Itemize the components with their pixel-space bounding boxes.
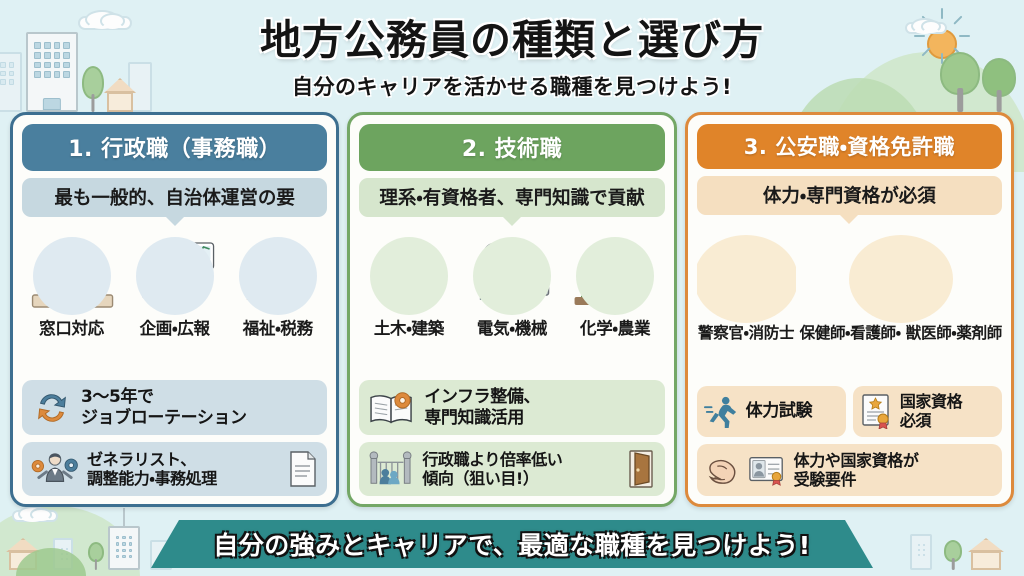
category-panel-technical[interactable]: 2. 技術職 理系・有資格者、専門知識で貢献: [347, 112, 677, 507]
illustration-row-administrative: 窓口対応: [22, 233, 327, 338]
generalist-gears-person-icon: [31, 449, 79, 489]
bullet-item[interactable]: 行政職より倍率低い 傾向（狙い目!）: [359, 442, 665, 496]
civil-engineer-blueprint-icon: [359, 233, 458, 318]
cloud-icon: [12, 505, 58, 522]
elderly-couple-icon: [228, 233, 327, 318]
bullet-list-technical: インフラ整備、 専門知識活用: [359, 380, 665, 496]
illustration-item: 保健師・看護師・ 獣医師・薬剤師: [800, 231, 1002, 342]
bullet-text: インフラ整備、 専門知識活用: [424, 387, 541, 428]
bullet-text: 国家資格 必須: [899, 392, 963, 431]
open-door-icon: [626, 449, 656, 489]
bullet-pair-row: 体力試験: [696, 386, 1002, 437]
bullet-text: 体力や国家資格が 受験要件: [793, 450, 919, 489]
agriculture-researcher-icon: [566, 233, 665, 318]
running-person-icon: [703, 394, 738, 429]
planning-presenter-icon: [125, 233, 224, 318]
rotation-arrows-icon: [31, 388, 73, 428]
building-icon: [108, 526, 140, 570]
bullet-item[interactable]: 国家資格 必須: [852, 386, 1002, 437]
hill-left: [0, 506, 140, 576]
illustration-item: 電気・機械: [462, 233, 561, 338]
certificate-icon: [860, 393, 892, 430]
house-icon: [6, 538, 40, 570]
illustration-caption: 化学・農業: [580, 319, 651, 338]
illustration-caption: 電気・機械: [476, 319, 548, 338]
illustration-item: 土木・建築: [359, 233, 458, 338]
house-icon: [968, 538, 1004, 570]
page-subtitle: 自分のキャリアを活かせる職種を見つけよう!: [291, 75, 733, 99]
illustration-item: 企画・広報: [125, 233, 224, 338]
illustration-caption: 警察官・消防士: [698, 324, 795, 342]
bullet-text: 体力試験: [745, 401, 813, 422]
nurse-pharmacist-icon: [800, 231, 1002, 323]
bullet-item[interactable]: インフラ整備、 専門知識活用: [359, 380, 665, 435]
bullet-item[interactable]: 体力試験: [696, 386, 846, 437]
panel-header-administrative: 1. 行政職（事務職）: [22, 124, 328, 171]
illustration-item: 警察官・消防士: [696, 231, 796, 342]
illustration-caption: 土木・建築: [373, 319, 444, 338]
panel-header-public-safety: 3. 公安職・資格免許職: [696, 124, 1002, 169]
category-panel-public-safety[interactable]: 3. 公安職・資格免許職 体力・専門資格が必須: [684, 112, 1014, 507]
police-firefighter-icon: [696, 231, 796, 323]
open-book-gear-icon: [368, 388, 416, 428]
reception-desk-worker-icon: [22, 233, 121, 318]
illustration-caption: 企画・広報: [139, 319, 210, 338]
bullet-text: 3〜5年で ジョブローテーション: [81, 387, 247, 428]
panel-subtitle-technical: 理系・有資格者、専門知識で貢献: [359, 178, 665, 217]
document-icon: [288, 450, 318, 488]
bullet-list-public-safety: 体力試験: [696, 386, 1002, 496]
panel-header-technical: 2. 技術職: [359, 124, 665, 171]
tree-icon: [944, 540, 962, 570]
category-panel-administrative[interactable]: 1. 行政職（事務職） 最も一般的、自治体運営の要: [10, 112, 340, 507]
footer-banner: 自分の強みとキャリアで、最適な職種を見つけよう!: [151, 520, 873, 568]
bullet-list-administrative: 3〜5年で ジョブローテーション: [22, 380, 328, 496]
bush-left: [16, 548, 86, 576]
footer-text: 自分の強みとキャリアで、最適な職種を見つけよう!: [213, 531, 811, 560]
panel-subtitle-public-safety: 体力・専門資格が必須: [696, 176, 1002, 215]
poster-header: 地方公務員の種類と選び方 自分のキャリアを活かせる職種を見つけよう!: [0, 6, 1024, 101]
bullet-item[interactable]: 3〜5年で ジョブローテーション: [22, 380, 328, 435]
illustration-item: 福祉・税務: [228, 233, 327, 338]
building-icon: [910, 534, 932, 570]
panel-subtitle-administrative: 最も一般的、自治体運営の要: [22, 178, 328, 217]
electrical-machine-technician-icon: [462, 233, 561, 318]
illustration-caption: 保健師・看護師・ 獣医師・薬剤師: [799, 324, 1003, 342]
bullet-item[interactable]: 体力や国家資格が 受験要件: [696, 443, 1002, 496]
id-card-icon: [748, 454, 786, 486]
bullet-item[interactable]: ゼネラリスト、 調整能力・事務処理: [22, 442, 328, 496]
tree-icon: [88, 542, 104, 570]
illustration-row-technical: 土木・建築: [359, 233, 664, 338]
bullet-text: ゼネラリスト、 調整能力・事務処理: [87, 449, 217, 488]
illustration-row-public-safety: 警察官・消防士: [696, 231, 1002, 342]
gate-people-icon: [368, 449, 414, 489]
antenna-icon: [123, 508, 125, 528]
illustration-caption: 福祉・税務: [242, 319, 313, 338]
illustration-item: 化学・農業: [566, 233, 665, 338]
building-icon: [53, 538, 73, 570]
muscle-arm-icon: [706, 453, 740, 487]
illustration-item: 窓口対応: [22, 233, 121, 338]
page-title: 地方公務員の種類と選び方: [260, 16, 764, 64]
category-columns: 1. 行政職（事務職） 最も一般的、自治体運営の要: [10, 112, 1014, 507]
illustration-caption: 窓口対応: [39, 319, 104, 338]
bullet-text: 行政職より倍率低い 傾向（狙い目!）: [422, 449, 563, 488]
